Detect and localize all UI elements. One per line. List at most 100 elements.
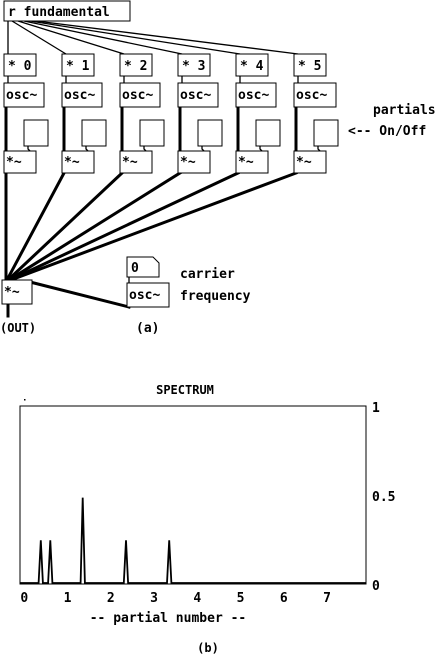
connections <box>4 20 321 318</box>
amplitude-multiply-object[interactable]: *~ <box>61 150 95 174</box>
x-tick-label: 6 <box>280 591 288 606</box>
x-tick-label: 4 <box>193 591 201 606</box>
y-tick-label: 0.5 <box>372 490 395 505</box>
amplitude-multiply-label: *~ <box>64 155 80 170</box>
oscillator-label: osc~ <box>238 88 269 103</box>
multiply-label: * 5 <box>298 59 321 74</box>
y-tick-label: 0 <box>372 579 380 594</box>
partials-note-line-1: partials <box>373 103 436 118</box>
carrier-number-box[interactable]: 0 <box>126 256 160 278</box>
connection-sum-4 <box>8 171 240 282</box>
oscillator-object[interactable]: osc~ <box>61 82 103 108</box>
connection-sum-3 <box>6 170 183 283</box>
multiply-object[interactable]: * 5 <box>293 53 327 77</box>
oscillator-label: osc~ <box>6 88 37 103</box>
partial-toggle-2[interactable] <box>139 119 165 147</box>
amplitude-multiply-label: *~ <box>6 155 22 170</box>
connection-toggle-amp-5 <box>317 146 321 152</box>
receive-fundamental-label: r fundamental <box>8 5 110 20</box>
carrier-oscillator-label: osc~ <box>129 288 160 303</box>
partial-column-0: * 0 osc~ *~ <box>3 53 49 174</box>
oscillator-object[interactable]: osc~ <box>293 82 337 108</box>
x-tick-label: 1 <box>64 591 72 606</box>
amplitude-multiply-object[interactable]: *~ <box>119 150 153 174</box>
amplitude-multiply-object[interactable]: *~ <box>3 150 37 174</box>
connection-fund-1 <box>11 20 67 55</box>
multiply-object[interactable]: * 3 <box>177 53 211 77</box>
connection-toggle-amp-4 <box>259 146 263 152</box>
amplitude-multiply-label: *~ <box>180 155 196 170</box>
amplitude-multiply-label: *~ <box>238 155 254 170</box>
chart-title: SPECTRUM <box>156 383 214 397</box>
multiply-label: * 3 <box>182 59 205 74</box>
multiply-label: * 1 <box>66 59 90 74</box>
partial-toggle-1[interactable] <box>81 119 107 147</box>
connection-toggle-amp-2 <box>143 146 147 152</box>
partials-note-line-2: <-- On/Off <box>348 124 426 139</box>
oscillator-object[interactable]: osc~ <box>119 82 161 108</box>
plot-area <box>19 405 367 585</box>
partial-toggle-5[interactable] <box>313 119 339 147</box>
partial-column-5: * 5 osc~ *~ <box>293 53 339 174</box>
carrier-oscillator-object[interactable]: osc~ <box>126 282 170 308</box>
connection-fund-3 <box>23 20 183 55</box>
plot-marker-dot <box>24 399 26 401</box>
partial-column-4: * 4 osc~ *~ <box>235 53 281 174</box>
connection-fund-2 <box>17 20 125 55</box>
oscillator-label: osc~ <box>180 88 211 103</box>
receive-fundamental-object[interactable]: r fundamental <box>3 0 131 22</box>
partial-toggle-3[interactable] <box>197 119 223 147</box>
amplitude-multiply-label: *~ <box>122 155 138 170</box>
multiply-label: * 4 <box>240 59 264 74</box>
out-label: (OUT) <box>0 321 36 335</box>
partial-toggle-0[interactable] <box>23 119 49 147</box>
multiply-object[interactable]: * 0 <box>3 53 37 77</box>
partial-toggle-4[interactable] <box>255 119 281 147</box>
connection-carrier-amp <box>28 280 131 309</box>
connection-fund-4 <box>29 20 241 55</box>
amplitude-multiply-object[interactable]: *~ <box>177 150 211 174</box>
caption-a: (a) <box>136 321 159 336</box>
connection-sum-1 <box>4 170 67 283</box>
carrier-note-line-2: frequency <box>180 289 251 304</box>
x-tick-label: 3 <box>150 591 158 606</box>
partial-column-1: * 1 osc~ *~ <box>61 53 107 174</box>
partial-column-2: * 2 osc~ *~ <box>119 53 165 174</box>
oscillator-object[interactable]: osc~ <box>235 82 277 108</box>
amplitude-multiply-object[interactable]: *~ <box>293 150 327 174</box>
x-tick-label: 7 <box>323 591 331 606</box>
connection-sum-5 <box>9 171 298 282</box>
multiply-object[interactable]: * 1 <box>61 53 95 77</box>
carrier-number-value: 0 <box>131 261 139 276</box>
x-tick-label: 0 <box>20 591 28 606</box>
x-tick-label: 5 <box>237 591 245 606</box>
connection-fund-5 <box>35 20 299 55</box>
spectrum-series <box>20 497 366 584</box>
output-multiply-object[interactable]: *~ <box>1 279 33 305</box>
y-tick-label: 1 <box>372 401 380 416</box>
x-tick-labels: 0 1 2 3 4 5 6 7 <box>20 591 331 606</box>
amplitude-multiply-label: *~ <box>296 155 312 170</box>
x-axis-label: -- partial number -- <box>90 611 247 626</box>
oscillator-object[interactable]: osc~ <box>177 82 219 108</box>
connection-toggle-amp-0 <box>27 146 31 152</box>
oscillator-label: osc~ <box>296 88 327 103</box>
carrier-note-line-1: carrier <box>180 267 235 282</box>
x-tick-label: 2 <box>107 591 115 606</box>
oscillator-object[interactable]: osc~ <box>3 82 45 108</box>
caption-b: (b) <box>197 641 219 655</box>
multiply-object[interactable]: * 4 <box>235 53 269 77</box>
oscillator-label: osc~ <box>122 88 153 103</box>
amplitude-multiply-object[interactable]: *~ <box>235 150 269 174</box>
multiply-object[interactable]: * 2 <box>119 53 153 77</box>
spectrum-line <box>20 497 366 584</box>
multiply-label: * 0 <box>8 59 32 74</box>
partial-column-3: * 3 osc~ *~ <box>177 53 223 174</box>
multiply-label: * 2 <box>124 59 147 74</box>
output-multiply-label: *~ <box>4 285 20 300</box>
y-tick-labels: 10.50 <box>372 401 395 594</box>
connection-toggle-amp-3 <box>201 146 205 152</box>
oscillator-label: osc~ <box>64 88 95 103</box>
